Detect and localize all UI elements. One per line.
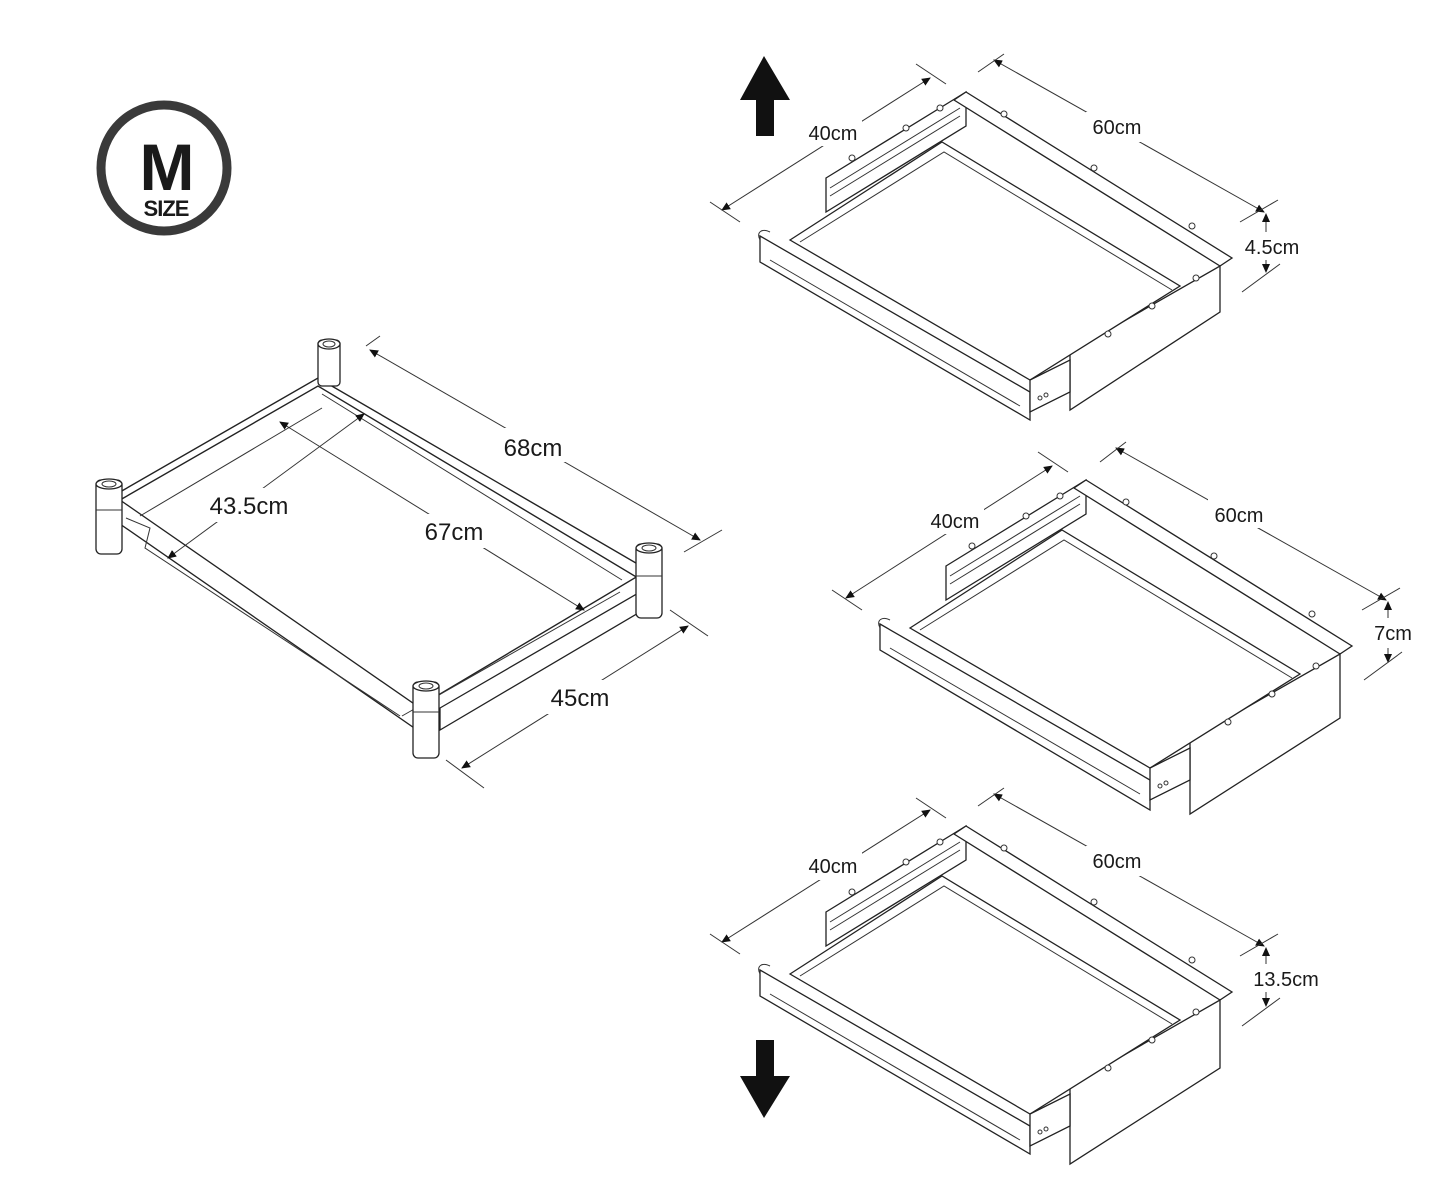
drawer-2-width-label: 40cm: [931, 511, 980, 533]
post-back: [317, 338, 341, 387]
frame-length-inner-label: 67cm: [425, 519, 484, 546]
arrow-up-icon: [740, 56, 790, 136]
drawer-1: 40cm 60cm 4.5cm: [709, 53, 1306, 422]
badge-ring: [96, 100, 232, 236]
arrow-down-icon: [740, 1040, 790, 1118]
drawer-1-depth-label: 60cm: [1093, 117, 1142, 139]
frame-length-outer-label: 68cm: [504, 435, 563, 462]
badge-letter: M: [140, 130, 193, 204]
frame-width-inner-label: 43.5cm: [210, 493, 289, 520]
drawer-3: 40cm 60cm 13.5cm: [709, 787, 1326, 1166]
drawer-3-depth-label: 60cm: [1093, 851, 1142, 873]
post-left: [95, 478, 123, 555]
drawer-3-height-label: 13.5cm: [1253, 969, 1319, 991]
post-right: [635, 542, 663, 619]
drawer-1-height-label: 4.5cm: [1245, 237, 1299, 259]
drawer-2: 40cm 60cm 7cm: [831, 441, 1418, 816]
badge-word: SIZE: [144, 196, 189, 221]
drawer-2-depth-label: 60cm: [1215, 505, 1264, 527]
size-badge: M SIZE: [96, 100, 232, 236]
frame-width-outer-label: 45cm: [551, 685, 610, 712]
base-frame: 68cm 43.5cm 67cm 45cm: [95, 335, 723, 789]
drawer-3-width-label: 40cm: [809, 856, 858, 878]
drawer-2-height-label: 7cm: [1374, 623, 1412, 645]
drawer-1-width-label: 40cm: [809, 123, 858, 145]
post-front: [412, 680, 440, 759]
